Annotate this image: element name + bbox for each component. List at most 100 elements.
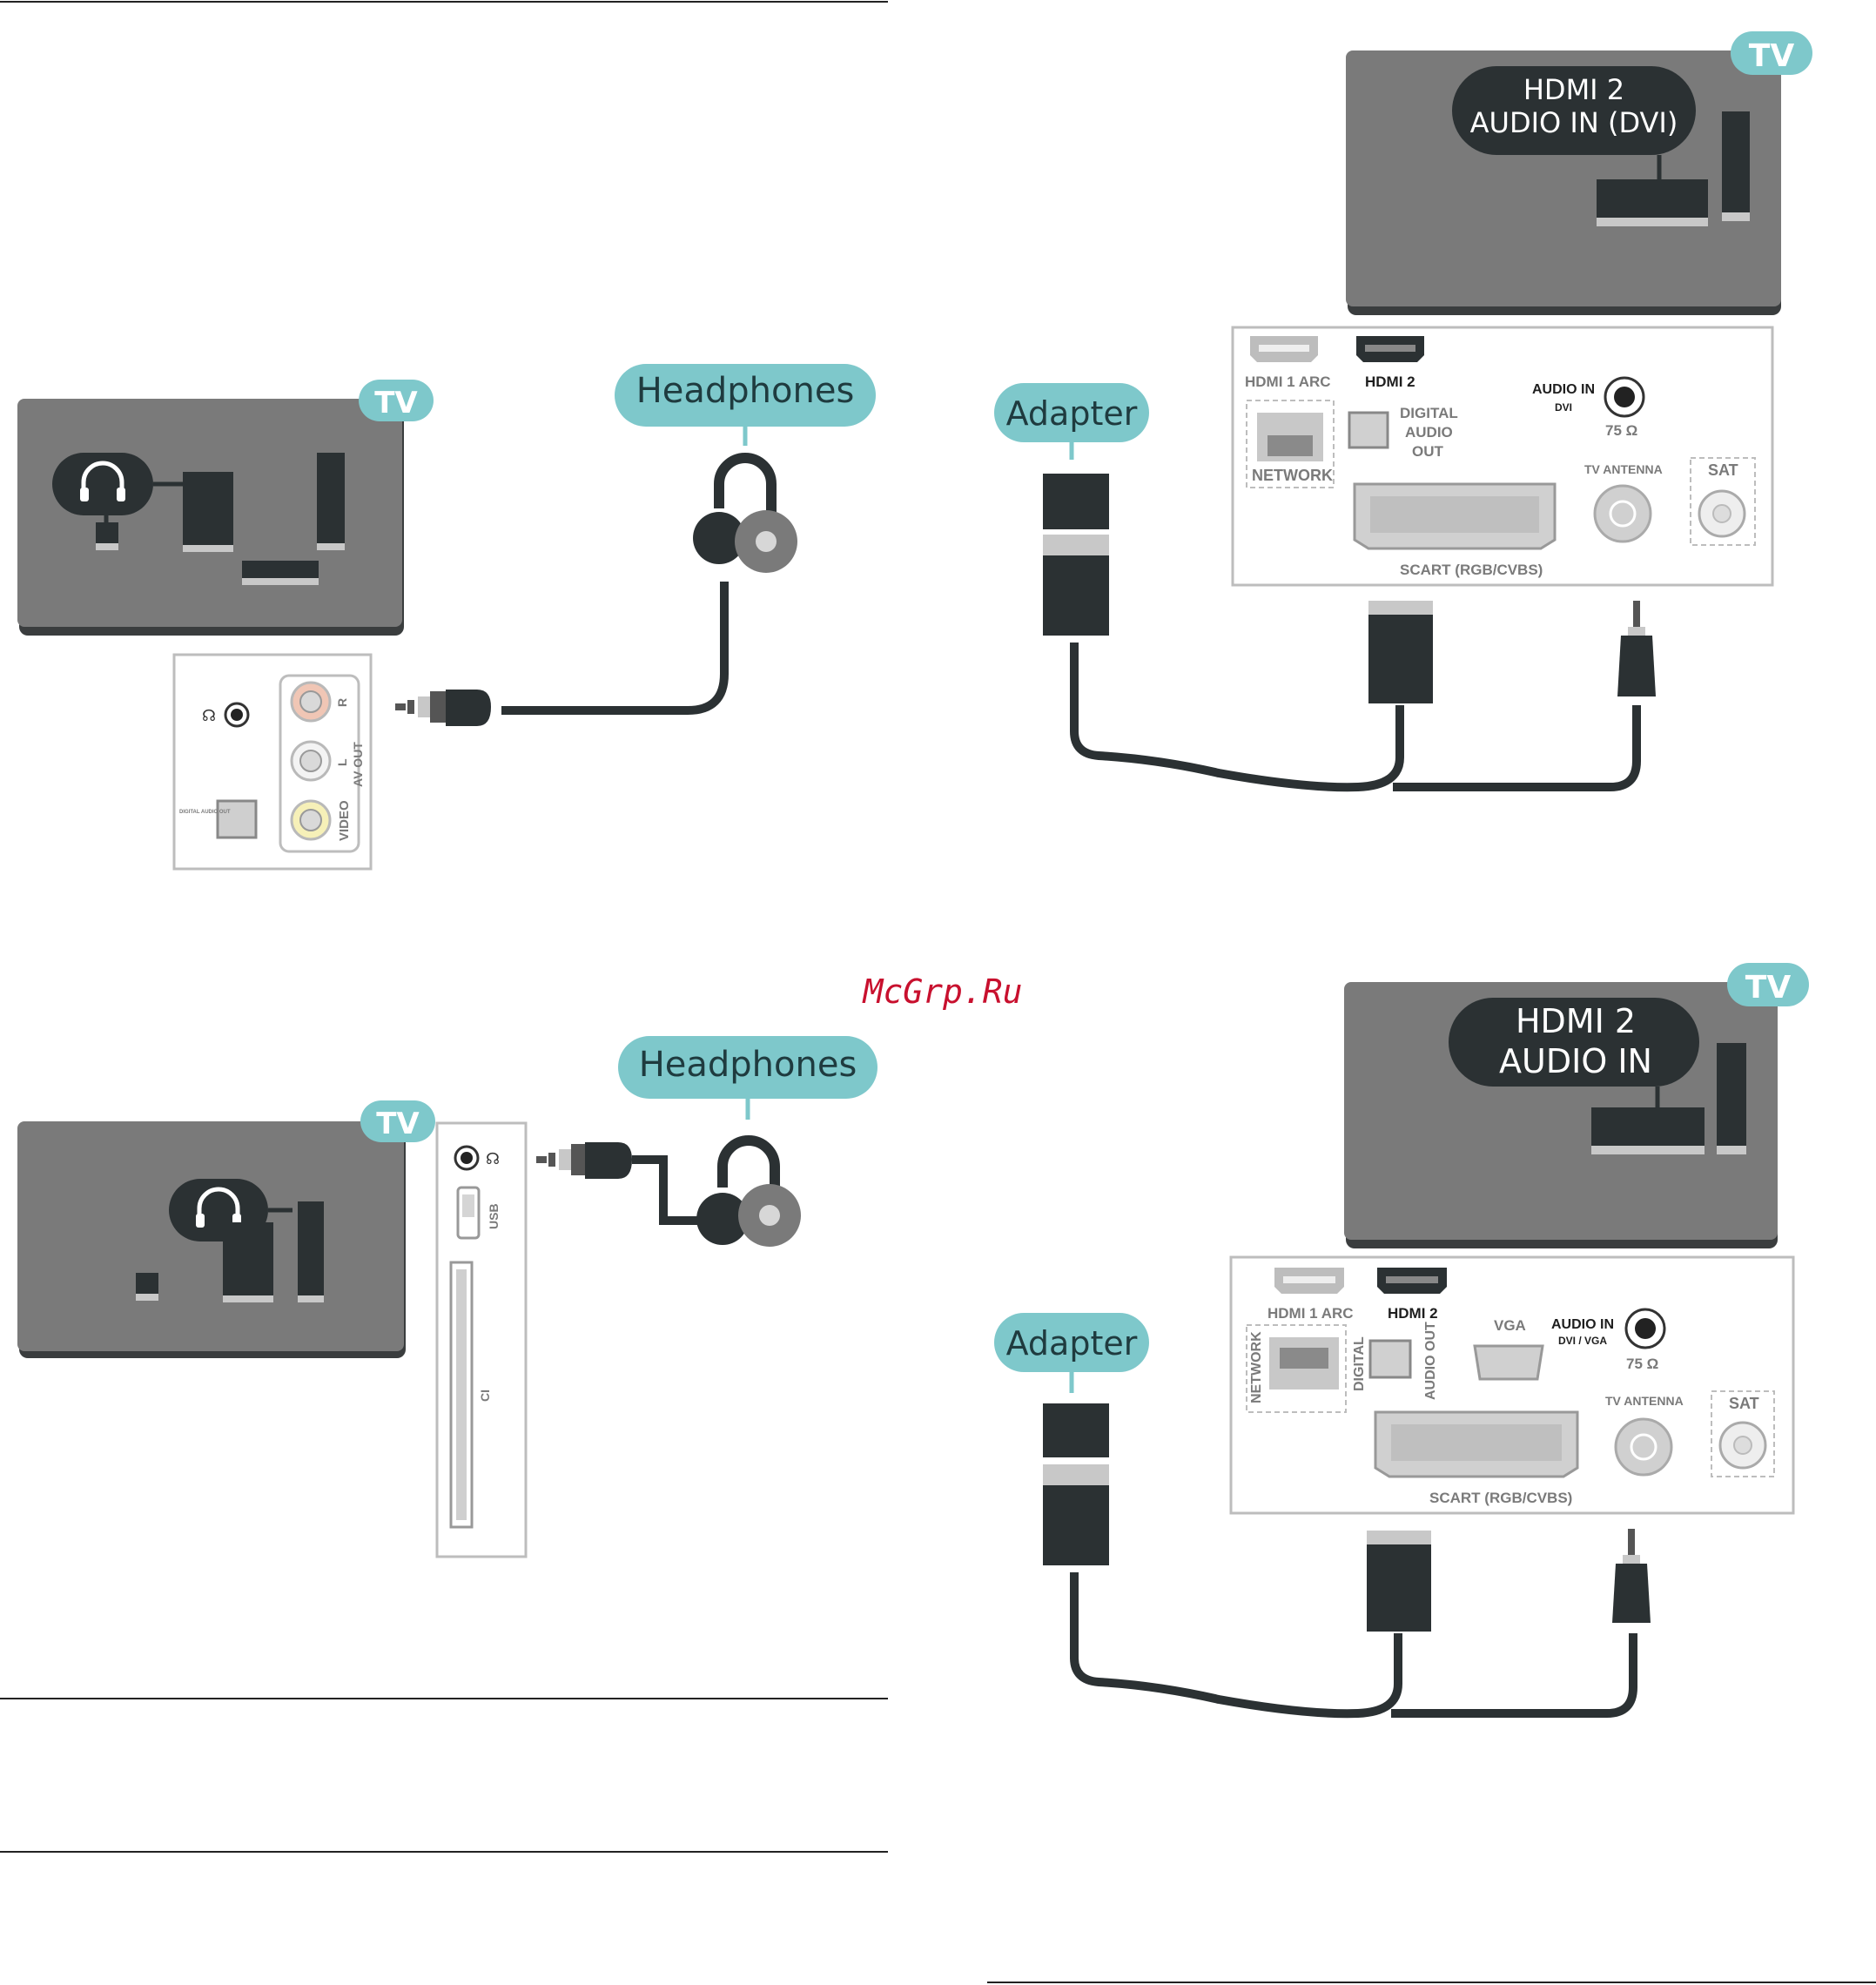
rca-jack-video — [290, 799, 332, 841]
hdmi-callout — [1452, 66, 1696, 155]
headphones-pill — [615, 364, 876, 427]
vga-port — [1473, 1344, 1544, 1381]
svg-text:☊: ☊ — [486, 1150, 500, 1168]
label-av-out: AV OUT — [351, 742, 365, 787]
label-sat: SAT — [1729, 1395, 1759, 1412]
antenna-port — [1593, 484, 1652, 543]
rca-jack-r — [290, 681, 332, 723]
hdmi1-port — [1250, 336, 1318, 362]
headphone-jack-icon: ☊ — [202, 702, 250, 728]
tv-badge — [1731, 31, 1812, 75]
diagram-bottom-right: TV HDMI 2 AUDIO IN HDMI 1 ARC HDMI 2 NET… — [994, 963, 1809, 1719]
hdmi-plug — [1367, 1531, 1431, 1632]
adapter-cable — [1070, 1572, 1402, 1719]
label-scart: SCART (RGB/CVBS) — [1429, 1490, 1572, 1506]
adapter-connector — [1043, 1403, 1109, 1565]
digital-audio-port — [1348, 411, 1389, 449]
label-digital: DIGITAL — [1400, 405, 1458, 421]
svg-text:☊: ☊ — [202, 707, 216, 725]
scart-port — [1374, 1410, 1579, 1478]
label-hdmi2: HDMI 2 — [1365, 373, 1415, 390]
tv-badge — [359, 380, 434, 421]
headphones-label: Headphones — [636, 371, 855, 411]
hdmi1-port — [1274, 1268, 1344, 1294]
label-hdmi1: HDMI 1 ARC — [1245, 373, 1331, 390]
headphone-jack-icon: ☊ — [454, 1145, 500, 1171]
adapter-pill — [994, 383, 1149, 442]
label-digital-audio-out: DIGITAL AUDIO OUT — [179, 810, 231, 815]
headphone-plug — [536, 1142, 632, 1179]
label-hdmi2: HDMI 2 — [1388, 1305, 1438, 1322]
sat-port — [1698, 489, 1746, 538]
headphones-pill — [618, 1036, 877, 1099]
label-ci: CI — [478, 1390, 492, 1402]
label-network: NETWORK — [1249, 1331, 1264, 1403]
audio-in-jack — [1604, 376, 1645, 418]
adapter-cable — [1070, 643, 1404, 792]
label-audio-in: AUDIO IN — [1551, 1317, 1614, 1332]
sat-port — [1718, 1421, 1767, 1470]
headphone-plug — [395, 690, 491, 726]
label-scart: SCART (RGB/CVBS) — [1400, 562, 1543, 578]
headphones-label: Headphones — [639, 1045, 857, 1085]
hdmi2-port — [1377, 1268, 1447, 1294]
label-ohm: 75 Ω — [1605, 422, 1637, 439]
rca-jack-l — [290, 740, 332, 782]
hdmi-callout — [1449, 998, 1699, 1087]
audio-in-jack — [1624, 1308, 1666, 1349]
headphones-device — [696, 1135, 801, 1247]
label-network: NETWORK — [1252, 467, 1333, 484]
headphones-icon — [80, 461, 125, 501]
headphone-callout — [52, 453, 153, 515]
label-ohm: 75 Ω — [1626, 1356, 1658, 1372]
network-port-frame — [1246, 1324, 1347, 1413]
tv-badge — [1727, 963, 1809, 1006]
label-audio-out: AUDIO OUT — [1423, 1322, 1438, 1400]
hdmi-plug — [1368, 601, 1433, 703]
label-tv-antenna: TV ANTENNA — [1605, 1394, 1684, 1408]
adapter-connector — [1043, 474, 1109, 636]
callout-line-1: HDMI 2 — [1516, 1002, 1636, 1040]
sat-port-frame — [1711, 1390, 1775, 1477]
label-dvi: DVI — [1555, 401, 1572, 414]
audio-plug — [1617, 601, 1656, 696]
callout-line-2: AUDIO IN — [1499, 1042, 1652, 1080]
network-port — [1269, 1337, 1339, 1390]
network-port — [1257, 413, 1323, 461]
connection-panel — [172, 653, 373, 871]
scart-port — [1353, 482, 1557, 550]
label-l: L — [335, 758, 349, 766]
audio-plug — [1612, 1529, 1651, 1623]
tv-badge-label: TV — [374, 386, 418, 421]
diagram-top-right: TV HDMI 2 AUDIO IN (DVI) HDMI 1 ARC HDMI… — [994, 31, 1812, 792]
antenna-port — [1614, 1417, 1673, 1477]
tv-badge-label: TV — [1745, 970, 1792, 1006]
label-dvi-vga: DVI / VGA — [1558, 1335, 1607, 1347]
network-port-frame — [1246, 400, 1335, 488]
adapter-label: Adapter — [1006, 1324, 1138, 1363]
label-usb: USB — [487, 1203, 501, 1229]
headphone-cable — [501, 582, 729, 715]
digital-audio-port — [1368, 1339, 1412, 1379]
callout-line-1: HDMI 2 — [1523, 73, 1624, 106]
label-audio: AUDIO — [1405, 424, 1453, 441]
sat-port-frame — [1690, 457, 1756, 546]
diagram-top-left: TV ☊ — [17, 364, 876, 871]
audio-cable — [1393, 705, 1641, 791]
label-tv-antenna: TV ANTENNA — [1584, 462, 1663, 476]
hdmi2-port — [1356, 336, 1424, 362]
label-audio-in: AUDIO IN — [1532, 382, 1595, 397]
callout-line-2: AUDIO IN (DVI) — [1470, 106, 1678, 139]
adapter-label: Adapter — [1006, 394, 1138, 433]
headphones-device — [693, 453, 797, 573]
diagram-bottom-left: TV ☊ USB CI — [17, 1036, 877, 1558]
label-hdmi1: HDMI 1 ARC — [1267, 1305, 1354, 1322]
audio-cable — [1391, 1633, 1637, 1718]
tv-badge — [360, 1100, 435, 1142]
tv-badge-label: TV — [376, 1107, 420, 1141]
label-digital: DIGITAL — [1352, 1336, 1367, 1391]
adapter-pill — [994, 1313, 1149, 1372]
headphone-cable — [632, 1155, 698, 1225]
tv-badge-label: TV — [1749, 38, 1795, 74]
label-out: OUT — [1412, 443, 1444, 460]
